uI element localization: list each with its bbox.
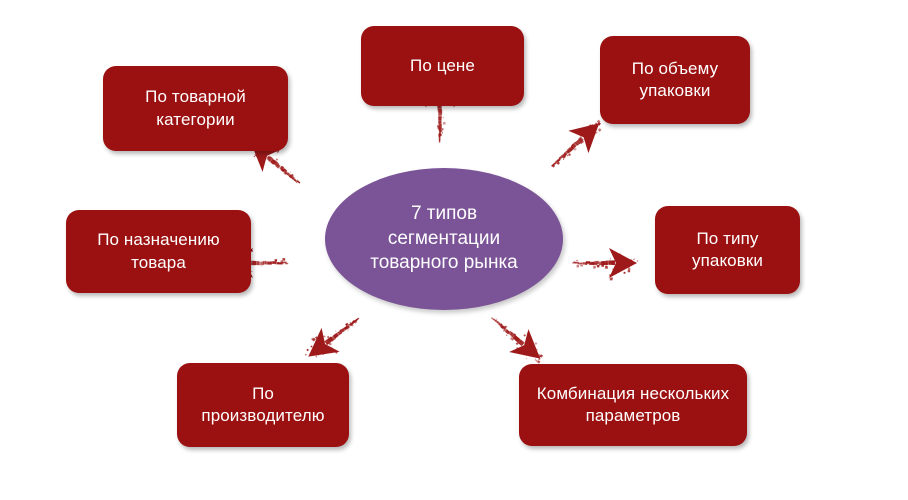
node-package-type-label: По типу упаковки [691, 228, 763, 270]
hub-node[interactable]: 7 типов сегментации товарного рынка [325, 168, 563, 310]
node-price[interactable]: По цене [361, 26, 524, 106]
node-manufacturer-label: По производителю [201, 383, 325, 425]
node-product-purpose-label: По назначению товара [97, 230, 220, 272]
node-product-category-label: По товарной категории [145, 87, 246, 129]
node-price-label: По цене [410, 55, 475, 75]
node-package-volume[interactable]: По объему упаковки [600, 36, 750, 124]
node-package-volume-label: По объему упаковки [631, 58, 719, 100]
node-manufacturer[interactable]: По производителю [177, 363, 349, 447]
node-combination[interactable]: Комбинация нескольких параметров [519, 364, 747, 446]
node-product-category[interactable]: По товарной категории [103, 66, 288, 151]
node-combination-label: Комбинация нескольких параметров [536, 383, 730, 425]
arrow-to-product-purpose [571, 243, 645, 283]
node-product-purpose[interactable]: По назначению товара [66, 210, 251, 293]
node-package-type[interactable]: По типу упаковки [655, 206, 800, 294]
hub-label: 7 типов сегментации товарного рынка [370, 202, 518, 274]
